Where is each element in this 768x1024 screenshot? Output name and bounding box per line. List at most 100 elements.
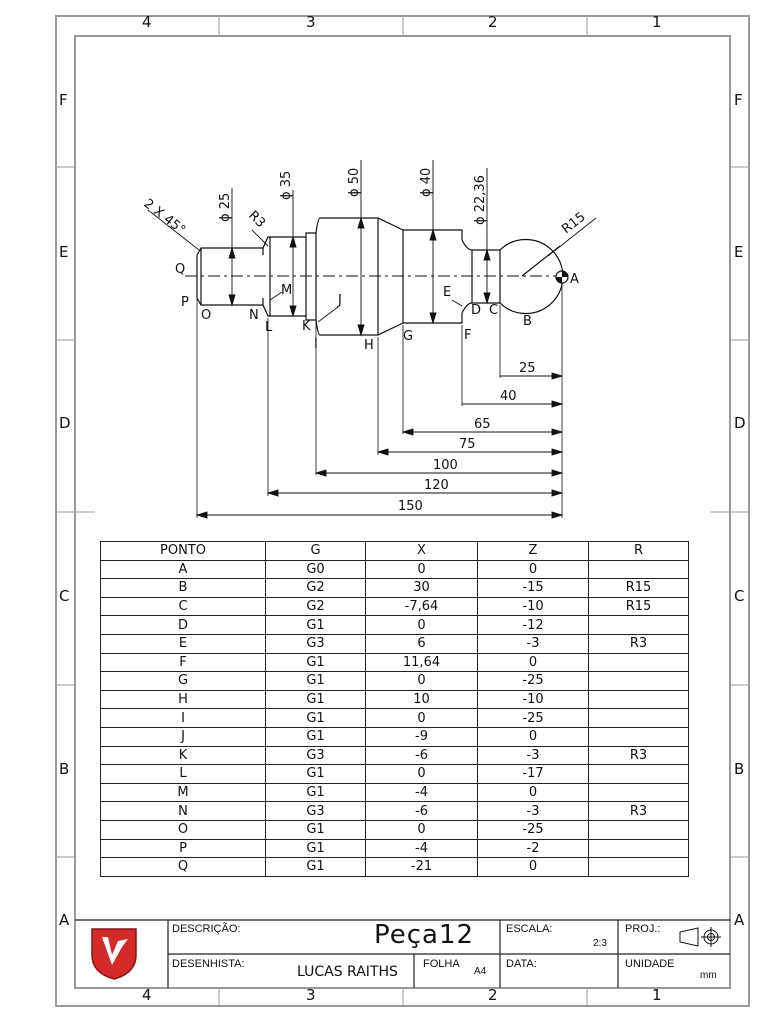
zone-top-1: 1 <box>652 13 662 31</box>
cell-r: R15 <box>588 596 689 617</box>
dim-d25: ϕ 25 <box>218 193 233 222</box>
cell-x: 0 <box>365 559 478 580</box>
cell-r <box>588 726 689 747</box>
cell-g: G1 <box>265 782 366 803</box>
cell-r <box>588 689 689 710</box>
cell-g: G1 <box>265 671 366 691</box>
cell-r <box>588 782 689 803</box>
cell-ponto: O <box>100 819 266 840</box>
point-label-f: F <box>464 328 471 343</box>
projection-icon <box>679 927 721 947</box>
cell-x: -4 <box>365 782 478 803</box>
point-label-k: K <box>302 319 311 334</box>
zone-bottom-3: 3 <box>306 986 316 1004</box>
cell-z: -25 <box>477 671 589 691</box>
cell-r <box>588 819 689 840</box>
cell-g: G1 <box>265 689 366 710</box>
cell-z: 0 <box>477 652 589 673</box>
cell-r <box>588 838 689 859</box>
cell-z: -25 <box>477 819 589 840</box>
dim-len-40: 40 <box>500 389 517 404</box>
col-header-ponto: PONTO <box>100 541 266 561</box>
cell-r <box>588 615 689 635</box>
zone-top-2: 2 <box>488 13 498 31</box>
cell-r <box>588 708 689 728</box>
callout-r15: R15 <box>559 210 588 238</box>
cell-ponto: K <box>100 745 266 766</box>
cell-z: -25 <box>477 708 589 728</box>
cell-x: -7,64 <box>365 596 478 617</box>
cell-x: 0 <box>365 671 478 691</box>
cell-z: -10 <box>477 596 589 617</box>
unidade-value: mm <box>700 970 717 981</box>
cell-ponto: D <box>100 615 266 635</box>
col-header-x: X <box>365 541 478 561</box>
desenhista-value: LUCAS RAITHS <box>297 964 398 980</box>
cell-r: R3 <box>588 801 689 821</box>
zone-left-a: A <box>59 911 70 929</box>
descricao-label: DESCRIÇÃO: <box>172 923 241 935</box>
cell-x: 0 <box>365 819 478 840</box>
cell-r: R3 <box>588 745 689 766</box>
callout-chamfer: 2 X 45° <box>141 196 188 238</box>
unidade-label: UNIDADE <box>625 958 675 970</box>
point-label-g: G <box>403 329 413 344</box>
zone-left-b: B <box>59 760 70 778</box>
col-header-z: Z <box>477 541 589 561</box>
cell-x: -9 <box>365 726 478 747</box>
cell-ponto: G <box>100 671 266 691</box>
point-label-o: O <box>201 308 211 323</box>
cell-z: -17 <box>477 764 589 784</box>
cell-ponto: J <box>100 726 266 747</box>
drawing-title: Peça12 <box>374 920 475 950</box>
cell-r <box>588 764 689 784</box>
dim-len-120: 120 <box>424 478 449 493</box>
cell-g: G1 <box>265 838 366 859</box>
dim-d50: ϕ 50 <box>347 168 362 197</box>
point-label-a: A <box>570 272 579 287</box>
cell-z: -10 <box>477 689 589 710</box>
cell-ponto: C <box>100 596 266 617</box>
escala-label: ESCALA: <box>506 923 553 935</box>
dim-len-25: 25 <box>519 361 536 376</box>
zone-right-f: F <box>734 91 743 109</box>
dim-len-65: 65 <box>474 417 491 432</box>
cell-r <box>588 857 689 877</box>
cell-x: -6 <box>365 801 478 821</box>
cell-x: 30 <box>365 578 478 598</box>
point-label-l: L <box>265 320 273 335</box>
cell-g: G1 <box>265 764 366 784</box>
point-label-b: B <box>523 314 532 329</box>
point-label-h: H <box>364 338 374 353</box>
zone-top-3: 3 <box>306 13 316 31</box>
cell-ponto: F <box>100 652 266 673</box>
cell-z: -2 <box>477 838 589 859</box>
cell-r <box>588 559 689 580</box>
point-label-m: M <box>281 283 292 298</box>
cell-ponto: H <box>100 689 266 710</box>
cell-g: G3 <box>265 633 366 654</box>
cell-x: -21 <box>365 857 478 877</box>
cell-z: -3 <box>477 745 589 766</box>
dim-d40: ϕ 40 <box>419 168 434 197</box>
dim-d2236: ϕ 22,36 <box>473 175 488 225</box>
point-label-c: C <box>489 303 498 318</box>
table-header-row: PONTO G X Z R <box>100 541 689 561</box>
zone-left-f: F <box>59 91 68 109</box>
dim-len-75: 75 <box>459 437 476 452</box>
folha-label: FOLHA <box>423 958 460 970</box>
cell-g: G1 <box>265 819 366 840</box>
cell-g: G1 <box>265 726 366 747</box>
